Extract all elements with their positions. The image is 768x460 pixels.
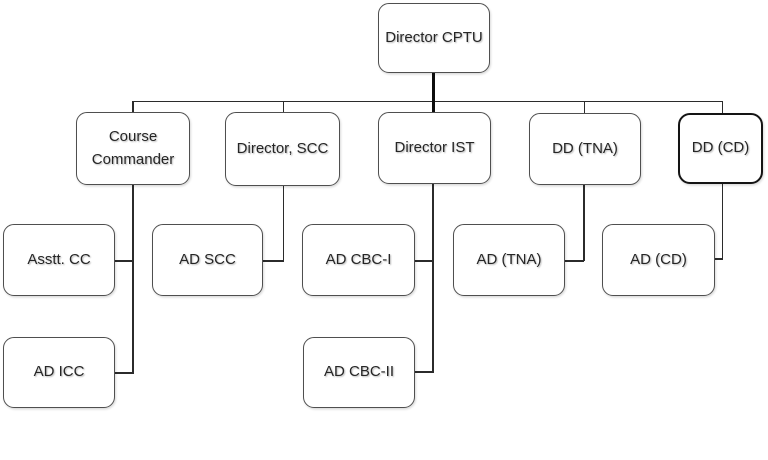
connector-elbow-ad-tna [564, 260, 584, 262]
connector-vert-dd-tna [583, 185, 585, 261]
connector-stub-dd-cd [721, 101, 724, 113]
org-node-dd-tna: DD (TNA) [529, 113, 641, 185]
org-node-director-ist: Director IST [378, 112, 491, 184]
org-node-ad-cbc-ii: AD CBC-II [303, 337, 415, 408]
connector-elbow-ad-cbc-ii [414, 370, 434, 373]
connector-stub-director-scc [282, 101, 285, 112]
org-node-dd-cd: DD (CD) [678, 113, 763, 184]
org-node-ad-icc: AD ICC [3, 337, 115, 408]
connector-vert-director-scc [282, 186, 285, 261]
org-node-ad-cd: AD (CD) [602, 224, 715, 296]
connector-vert-dd-cd [721, 184, 724, 259]
connector-elbow-ad-cd [714, 258, 723, 260]
org-node-asstt-cc: Asstt. CC [3, 224, 115, 296]
org-node-director-scc: Director, SCC [225, 112, 340, 186]
connector-vert-director-ist [431, 184, 434, 372]
org-node-ad-tna: AD (TNA) [453, 224, 565, 296]
connector-elbow-ad-icc [114, 371, 134, 374]
connector-vert-course-commander [132, 184, 134, 373]
connector-elbow-asstt-cc [114, 260, 133, 262]
org-node-ad-cbc-i: AD CBC-I [302, 224, 415, 296]
org-node-course-commander: Course Commander [76, 112, 190, 185]
connector-stub-course-commander [132, 101, 134, 112]
connector-stub-dd-tna [583, 101, 586, 113]
org-node-director-cptu: Director CPTU [378, 3, 490, 73]
connector-elbow-ad-cbc-i [414, 260, 433, 262]
connector-elbow-ad-scc [262, 260, 284, 262]
connector-main-drop [431, 73, 435, 113]
connector-bus-horizontal [132, 100, 723, 102]
org-node-ad-scc: AD SCC [152, 224, 263, 296]
